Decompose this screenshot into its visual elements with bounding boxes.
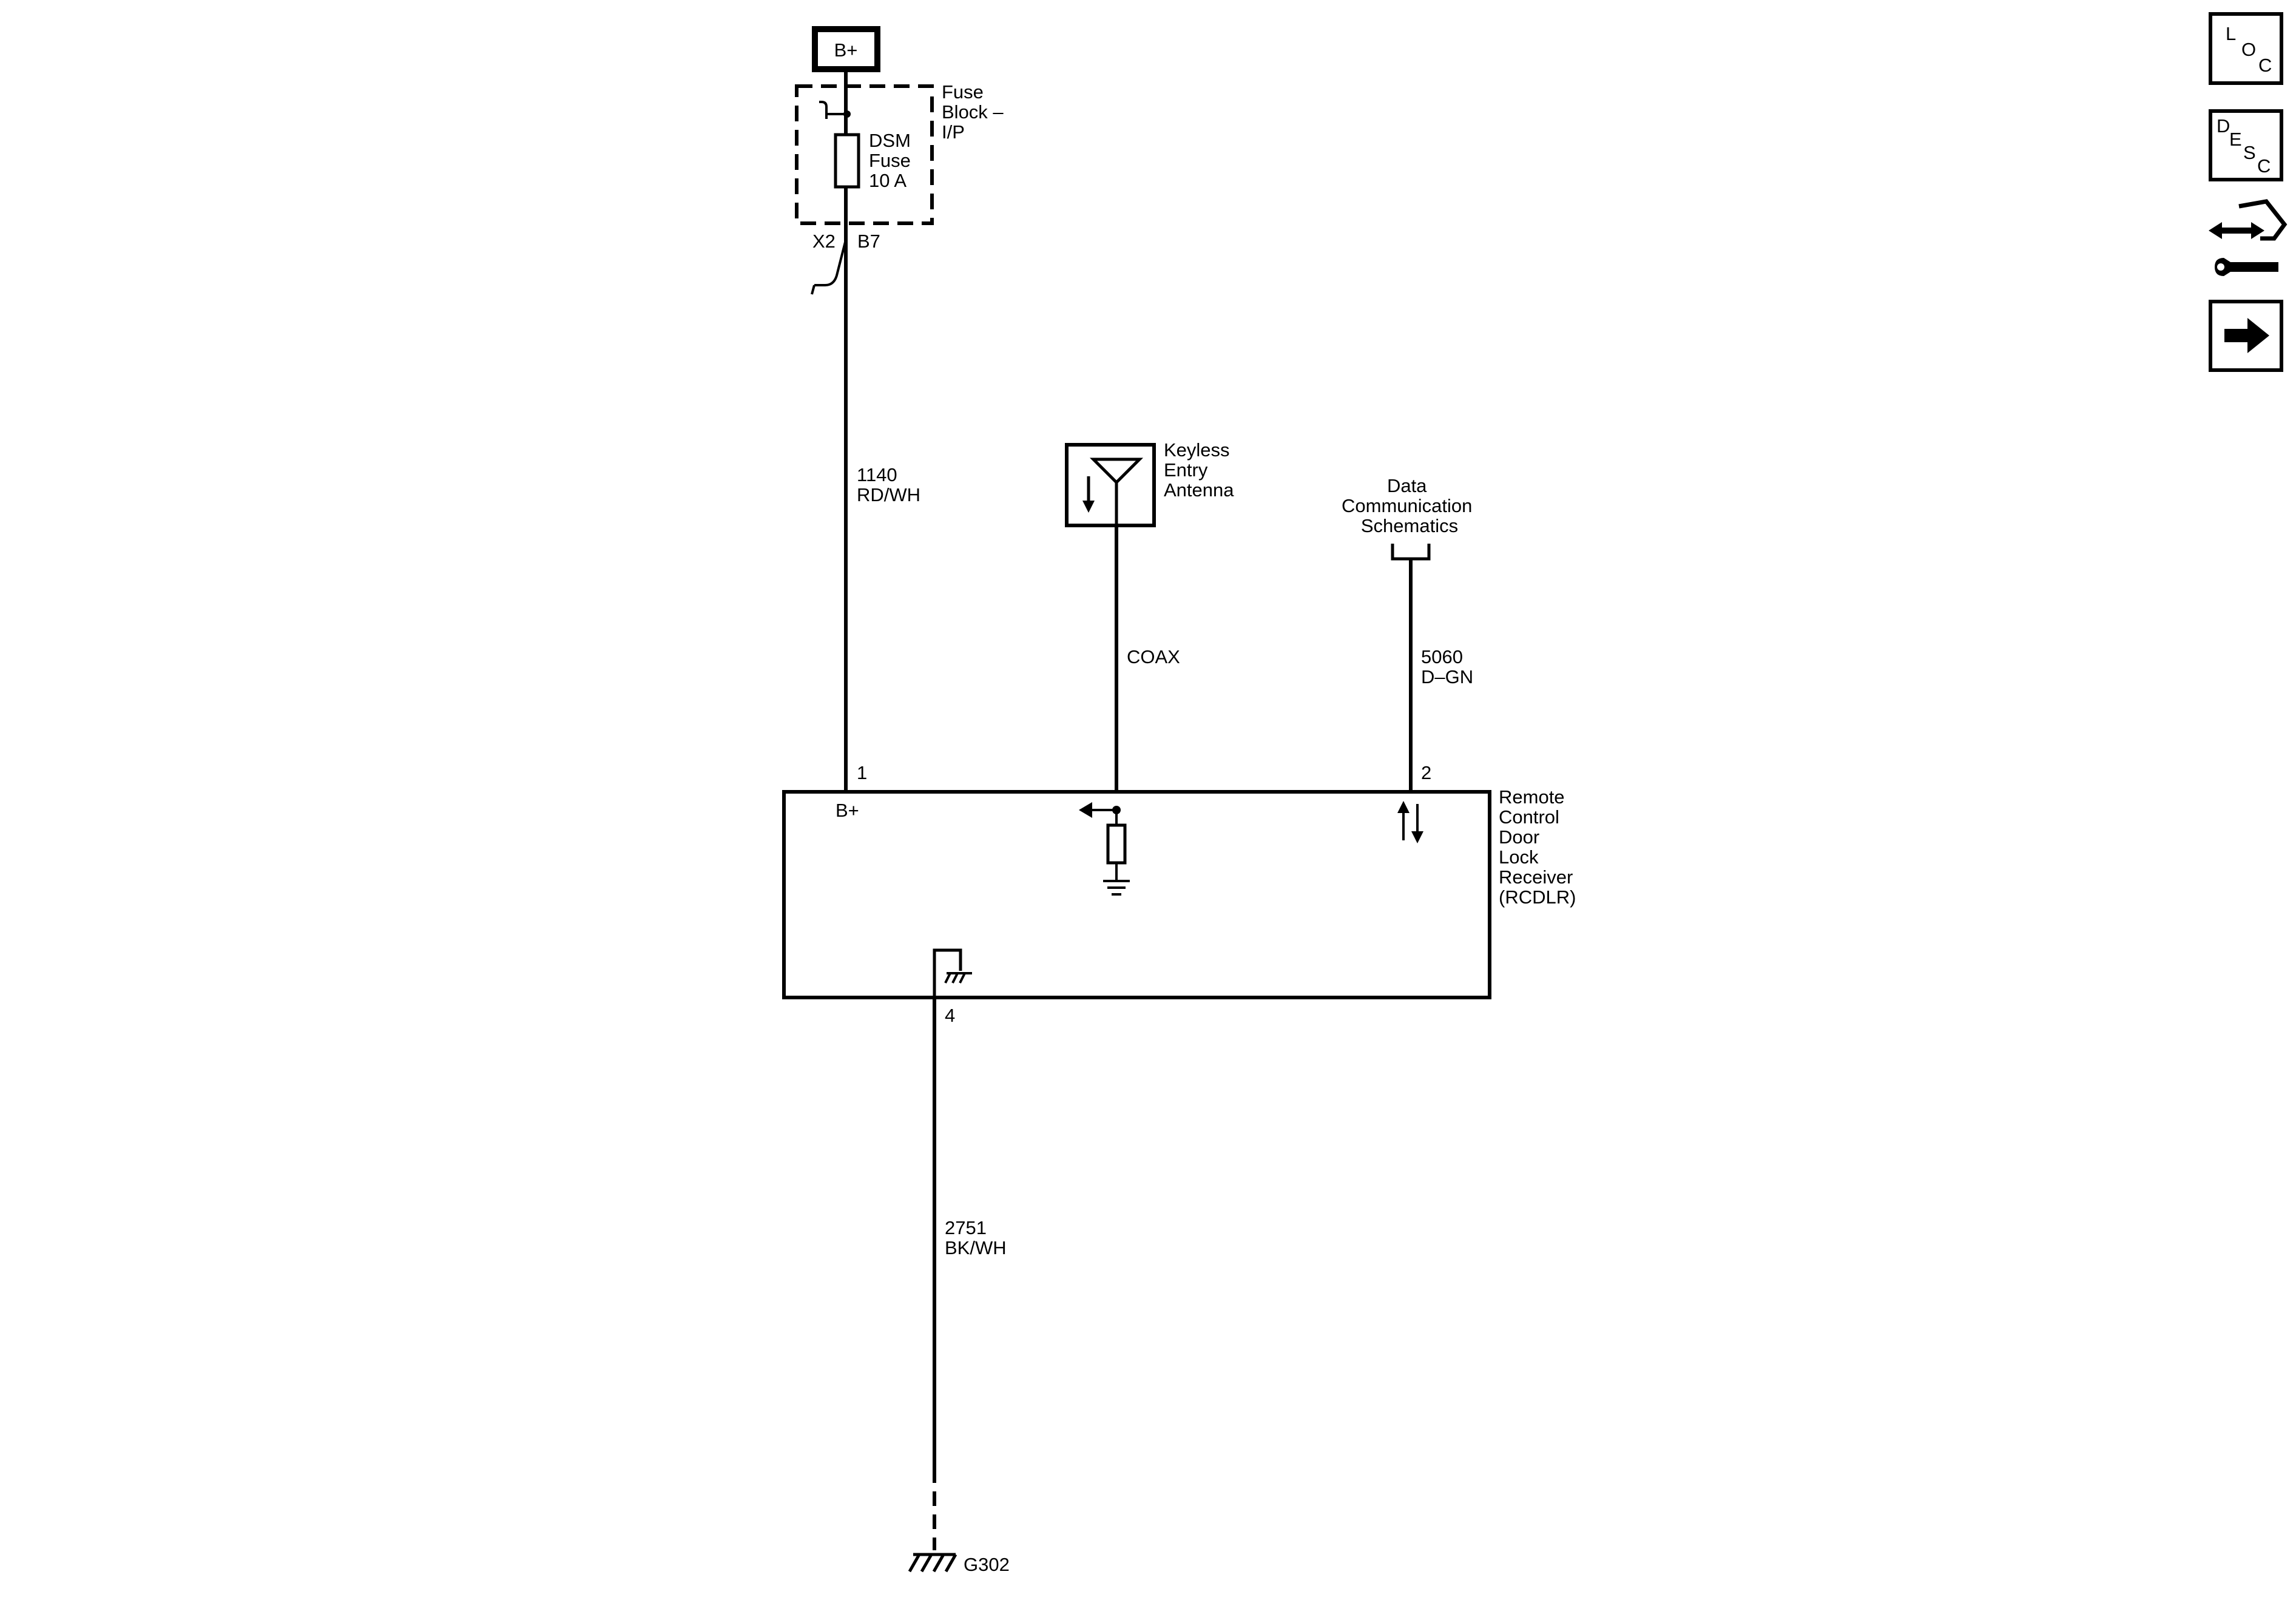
svg-text:E: E [2229, 129, 2242, 150]
antenna-label: Keyless Entry Antenna [1164, 439, 1235, 501]
svg-text:C: C [2257, 155, 2271, 177]
fuse-block: Fuse Block – I/P DSM Fuse 10 A X2 B7 [795, 81, 1008, 252]
wire-2751-label: 2751 BK/WH [945, 1217, 1007, 1258]
rcdlr-module: 1 2 B+ Remote Control Door Lock Receiver… [782, 762, 1578, 1026]
pin-2-label: 2 [1421, 762, 1431, 783]
svg-text:D: D [2217, 115, 2230, 137]
data-communication-label: Data Communication Schematics [1342, 475, 1477, 536]
fuse-connector-x2: X2 [812, 231, 836, 252]
ground-g302-label: G302 [964, 1554, 1010, 1575]
svg-text:S: S [2243, 142, 2256, 163]
keyless-entry-antenna: Keyless Entry Antenna [1065, 439, 1235, 527]
loc-button[interactable]: L O C [2209, 12, 2283, 85]
svg-text:O: O [2241, 39, 2256, 60]
ground-g302: G302 [908, 1553, 1010, 1575]
svg-text:C: C [2258, 55, 2272, 76]
module-label: Remote Control Door Lock Receiver (RCDLR… [1499, 786, 1578, 908]
svg-text:L: L [2226, 23, 2236, 44]
next-page-button[interactable] [2209, 300, 2283, 372]
arrow-right-icon [2224, 318, 2269, 353]
wire-coax-label: COAX [1127, 646, 1180, 667]
b-plus-label: B+ [834, 39, 858, 61]
dsm-fuse-label: DSM Fuse 10 A [869, 130, 916, 191]
wire-5060-label: 5060 D–GN [1421, 646, 1473, 687]
connector-repair-icon[interactable] [2209, 199, 2288, 276]
fuse-pin-b7: B7 [857, 231, 880, 252]
desc-button[interactable]: D E S C [2209, 109, 2283, 181]
module-b-plus-label: B+ [836, 800, 859, 821]
bidirectional-arrows-icon [1397, 801, 1423, 843]
dsm-fuse [834, 133, 860, 189]
b-plus-source: B+ [812, 26, 880, 72]
fuse-block-label: Fuse Block – I/P [942, 81, 1008, 143]
pin-4-label: 4 [945, 1005, 955, 1026]
pin-1-label: 1 [857, 762, 867, 783]
wire-1140-label: 1140 RD/WH [857, 464, 920, 505]
data-communication-link: Data Communication Schematics [1342, 475, 1477, 561]
